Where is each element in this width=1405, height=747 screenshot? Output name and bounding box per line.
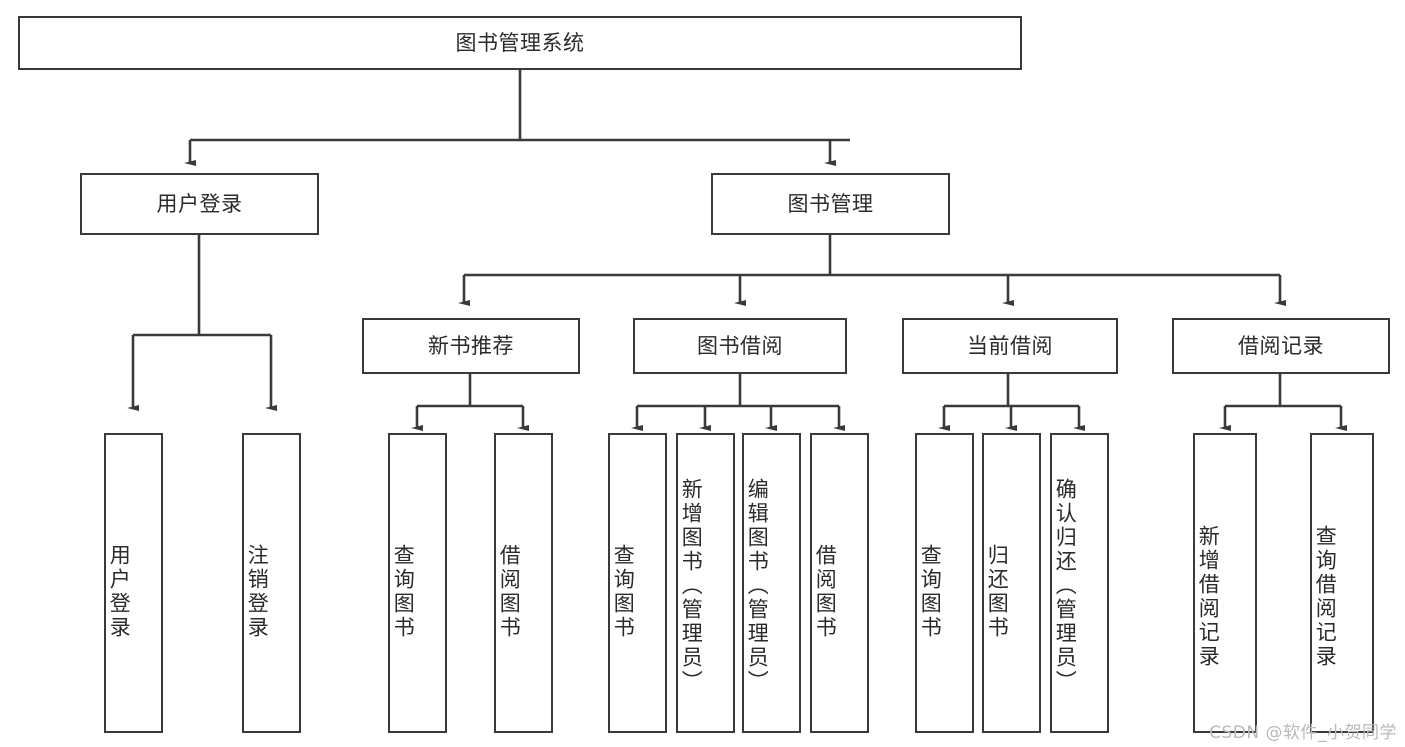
leaf-logout[interactable]: 注销登录 <box>242 433 301 733</box>
node-label: 新增图书（管理员） <box>679 478 704 694</box>
leaf-borrow-query-book[interactable]: 查询图书 <box>608 433 667 733</box>
leaf-return-book[interactable]: 归还图书 <box>982 433 1041 733</box>
leaf-current-query-book[interactable]: 查询图书 <box>915 433 974 733</box>
node-label: 用户登录 <box>107 544 132 640</box>
leaf-new-book-borrow[interactable]: 借阅图书 <box>494 433 553 733</box>
node-label: 查询图书 <box>391 544 416 640</box>
node-label: 查询图书 <box>918 544 943 640</box>
node-label: 图书借阅 <box>697 333 783 358</box>
node-label: 查询图书 <box>611 544 636 640</box>
node-book-management[interactable]: 图书管理 <box>711 173 950 235</box>
node-label: 用户登录 <box>156 191 243 216</box>
leaf-add-borrow-record[interactable]: 新增借阅记录 <box>1193 433 1257 733</box>
node-label: 查询借阅记录 <box>1313 525 1338 669</box>
leaf-edit-book-admin[interactable]: 编辑图书（管理员） <box>742 433 801 733</box>
node-label: 图书管理系统 <box>455 30 585 55</box>
node-current-borrow[interactable]: 当前借阅 <box>902 318 1118 374</box>
leaf-user-login[interactable]: 用户登录 <box>104 433 163 733</box>
leaf-add-book-admin[interactable]: 新增图书（管理员） <box>676 433 735 733</box>
node-label: 注销登录 <box>245 544 270 640</box>
leaf-confirm-return-admin[interactable]: 确认归还（管理员） <box>1050 433 1109 733</box>
node-label: 新书推荐 <box>428 333 514 358</box>
node-book-borrow[interactable]: 图书借阅 <box>633 318 847 374</box>
leaf-borrow-book[interactable]: 借阅图书 <box>810 433 869 733</box>
node-root-system[interactable]: 图书管理系统 <box>18 16 1022 70</box>
node-label: 借阅图书 <box>813 544 838 640</box>
node-label: 新增借阅记录 <box>1196 525 1221 669</box>
node-user-login[interactable]: 用户登录 <box>80 173 319 235</box>
node-label: 归还图书 <box>985 544 1010 640</box>
node-label: 借阅记录 <box>1238 333 1324 358</box>
leaf-new-book-query[interactable]: 查询图书 <box>388 433 447 733</box>
node-new-book-recommend[interactable]: 新书推荐 <box>362 318 580 374</box>
node-label: 图书管理 <box>787 191 874 216</box>
node-label: 编辑图书（管理员） <box>745 478 770 694</box>
leaf-query-borrow-record[interactable]: 查询借阅记录 <box>1310 433 1374 733</box>
watermark-text: CSDN @软件_小贺同学 <box>1209 723 1397 743</box>
node-label: 当前借阅 <box>967 333 1053 358</box>
node-borrow-record[interactable]: 借阅记录 <box>1172 318 1390 374</box>
node-label: 确认归还（管理员） <box>1053 478 1078 694</box>
node-label: 借阅图书 <box>497 544 522 640</box>
